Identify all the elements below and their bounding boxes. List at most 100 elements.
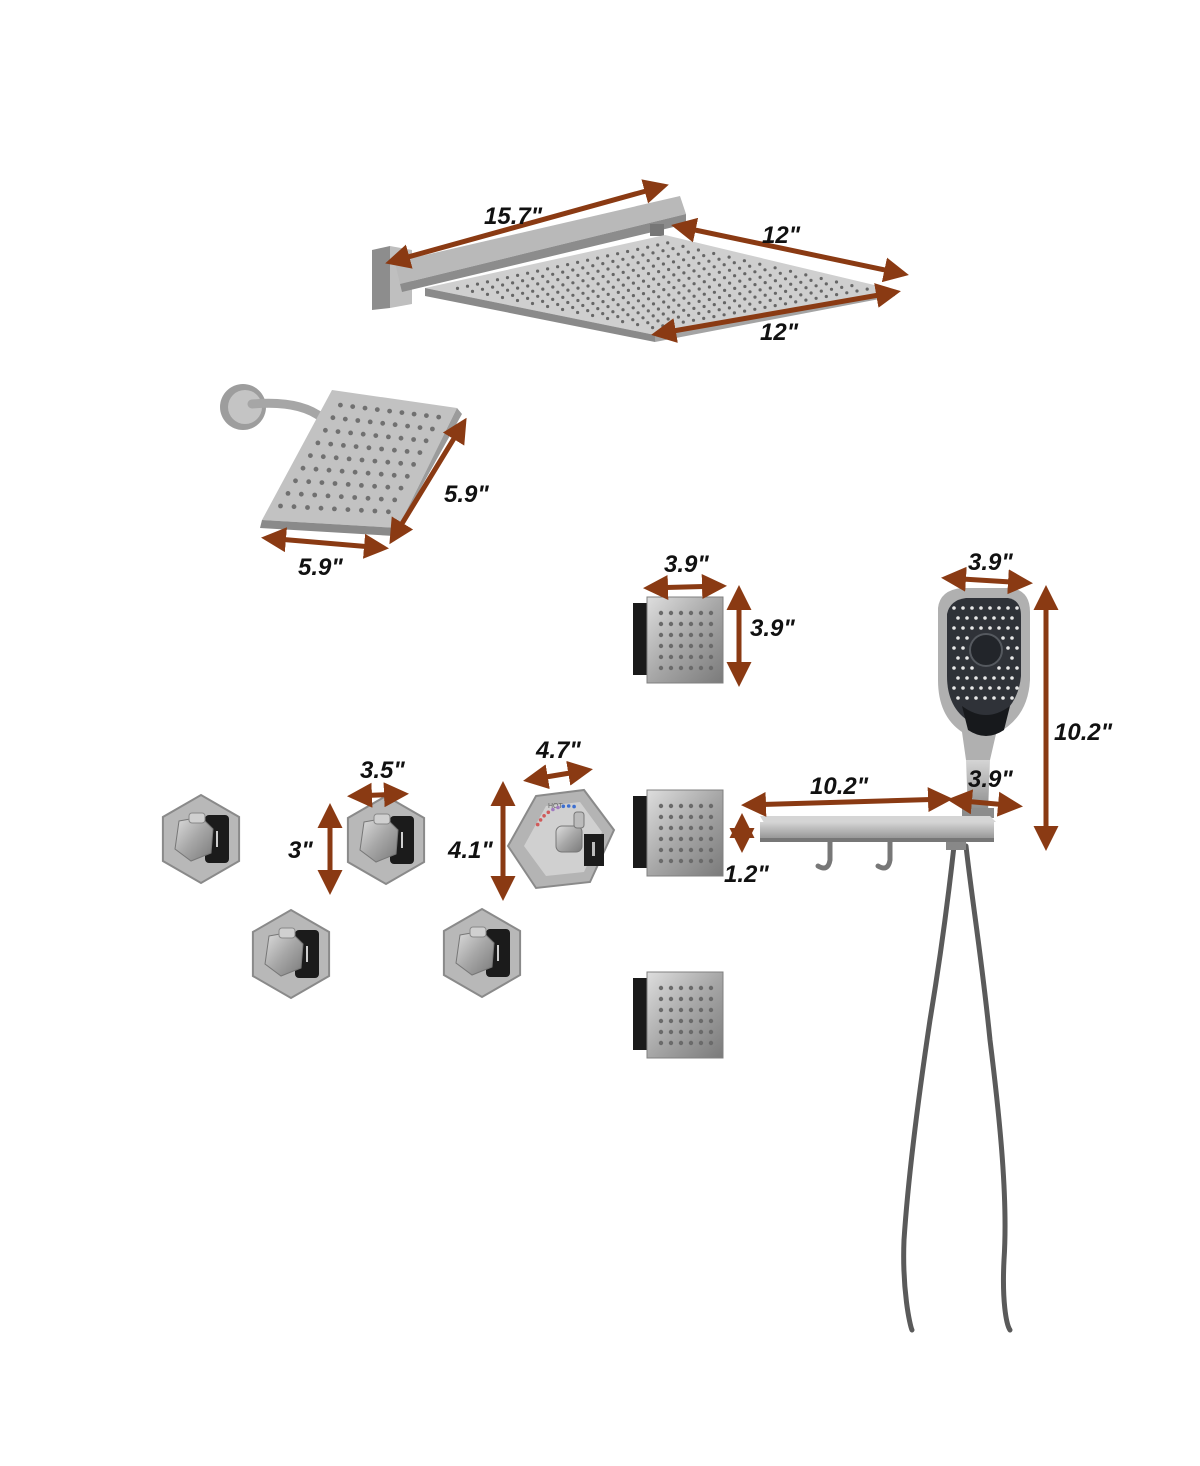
shelf-length-label: 10.2" [810, 773, 869, 800]
nozzle-dot [743, 297, 747, 301]
nozzle-dot [658, 654, 664, 660]
nozzle-dot [667, 305, 671, 309]
thermostat-width-label: 4.7" [535, 737, 581, 764]
nozzle-dot [743, 284, 747, 289]
nozzle-dot [668, 643, 674, 649]
nozzle-dot [581, 303, 585, 308]
nozzle-dot [348, 430, 353, 436]
nozzle-dot [411, 462, 416, 467]
nozzle-dot [424, 413, 429, 418]
nozzle-dot [658, 803, 664, 809]
nozzle-dot [475, 282, 480, 286]
nozzle-dot [688, 847, 694, 853]
nozzle-dot [799, 293, 803, 297]
nozzle-dot [372, 458, 378, 464]
nozzle-dot [305, 505, 310, 510]
nozzle-dot [979, 606, 983, 610]
nozzle-dot [758, 300, 762, 304]
nozzle-dot [312, 492, 318, 498]
nozzle-dot [698, 1040, 704, 1046]
nozzle-dot [641, 253, 645, 257]
nozzle-dot [970, 626, 974, 630]
nozzle-dot [566, 263, 570, 267]
body-jet-icon [633, 789, 724, 877]
nozzle-dot [631, 268, 635, 272]
nozzle-dot [997, 686, 1001, 690]
rain-head-depth-label: 12" [762, 222, 801, 249]
nozzle-dot [546, 304, 550, 309]
valve-function-mark [306, 946, 308, 962]
nozzle-dot [531, 277, 535, 281]
nozzle-dot [330, 415, 336, 421]
nozzle-dot [783, 302, 788, 306]
nozzle-dot [997, 606, 1001, 610]
nozzle-dot [1015, 646, 1019, 650]
nozzle-dot [556, 278, 560, 282]
nozzle-dot [641, 304, 645, 308]
nozzle-dot [671, 322, 675, 326]
nozzle-dot [698, 858, 704, 864]
nozzle-dot [668, 665, 674, 671]
nozzle-dot [668, 814, 674, 820]
nozzle-dot [688, 825, 694, 831]
nozzle-dot [697, 311, 701, 315]
nozzle-dot [698, 985, 704, 991]
nozzle-dot [323, 427, 328, 433]
nozzle-dot [332, 506, 337, 512]
nozzle-dot [326, 467, 332, 473]
nozzle-dot [551, 297, 555, 301]
nozzle-dot [956, 676, 960, 680]
nozzle-dot [773, 291, 778, 295]
nozzle-dot [626, 288, 631, 292]
nozzle-dot [687, 301, 691, 305]
nozzle-dot [591, 313, 595, 318]
nozzle-dot [636, 323, 640, 327]
nozzle-dot [378, 496, 384, 502]
nozzle-dot [658, 632, 664, 638]
nozzle-dot [405, 423, 410, 429]
nozzle-dot [566, 300, 570, 305]
shelf-depth-arrow [947, 789, 1023, 817]
nozzle-dot [661, 312, 665, 316]
nozzle-dot [345, 507, 351, 512]
nozzle-dot [688, 1007, 694, 1013]
nozzle-dot [722, 313, 726, 317]
nozzle-dot [621, 320, 625, 324]
nozzle-dot [417, 450, 423, 455]
nozzle-dot [611, 285, 615, 289]
nozzle-dot [636, 274, 641, 278]
nozzle-dot [702, 254, 706, 258]
nozzle-dot [743, 309, 747, 313]
nozzle-dot [586, 309, 590, 313]
nozzle-dot [661, 324, 665, 328]
nozzle-dot [708, 610, 714, 616]
nozzle-dot [678, 1018, 684, 1024]
nozzle-dot [819, 289, 823, 293]
nozzle-dot [626, 301, 630, 305]
nozzle-dot [666, 241, 670, 245]
nozzle-dot [423, 438, 429, 444]
nozzle-dot [591, 301, 595, 306]
nozzle-dot [1006, 686, 1010, 690]
nozzle-dot [596, 256, 600, 260]
nozzle-dot [763, 305, 767, 309]
nozzle-dot [708, 621, 714, 627]
nozzle-dot [546, 292, 550, 296]
small-head-height-arrow [389, 417, 467, 545]
nozzle-dot [658, 985, 664, 991]
nozzle-dot [668, 847, 674, 853]
nozzle-dot [768, 273, 772, 277]
small-shower-head-icon [220, 384, 462, 536]
nozzle-dot [824, 282, 828, 286]
nozzle-dot [641, 292, 646, 296]
nozzle-dot [338, 402, 343, 408]
nozzle-dot [658, 1029, 664, 1035]
nozzle-dot [961, 626, 965, 630]
body-jet-width-label: 3.9" [664, 551, 709, 578]
nozzle-dot [773, 279, 778, 283]
nozzle-dot [586, 258, 590, 262]
nozzle-dot [697, 287, 701, 291]
nozzle-dot [372, 483, 377, 489]
temp-dot [561, 804, 566, 809]
nozzle-dot [1015, 686, 1019, 690]
